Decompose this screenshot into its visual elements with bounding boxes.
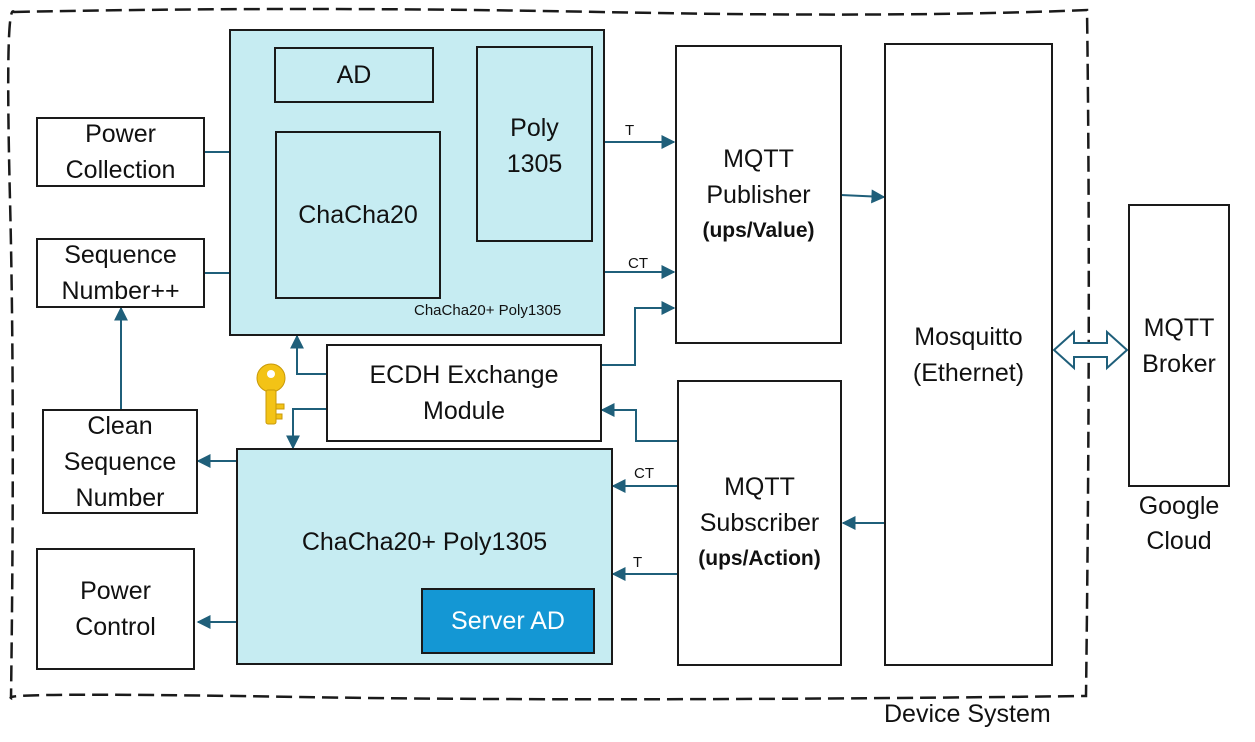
mosquitto-line-2: (Ethernet) xyxy=(912,358,1025,387)
mqtt-broker-block: MQTT Broker xyxy=(1128,204,1230,487)
clean-sequence-line-2: Sequence xyxy=(63,447,177,476)
arrow-publisher-to-mosquitto xyxy=(840,189,886,204)
mqtt-publisher-block: MQTT Publisher (ups/Value) xyxy=(675,45,842,344)
ecdh-line-1: ECDH Exchange xyxy=(369,361,559,389)
edge-label-ct-top: CT xyxy=(628,255,648,272)
power-control-line-2: Control xyxy=(75,613,156,641)
edge-label-ct-bottom: CT xyxy=(634,465,654,482)
poly1305-block: Poly 1305 xyxy=(476,46,593,242)
double-arrow-mosquitto-broker xyxy=(1052,329,1129,371)
clean-sequence-line-1: Clean xyxy=(87,411,153,440)
chacha20-block: ChaCha20 xyxy=(275,131,441,299)
sequence-number-block: Sequence Number++ xyxy=(36,238,205,308)
decrypt-group-label: ChaCha20+ Poly1305 xyxy=(301,528,548,556)
sequence-number-line-1: Sequence xyxy=(64,241,177,269)
server-ad-label: Server AD xyxy=(451,607,565,635)
power-control-line-1: Power xyxy=(80,577,151,605)
ecdh-line-2: Module xyxy=(423,397,505,425)
mqtt-subscriber-block: MQTT Subscriber (ups/Action) xyxy=(677,380,842,666)
key-icon xyxy=(256,363,286,425)
key-hole xyxy=(267,370,275,378)
edge-label-t-top: T xyxy=(625,122,635,139)
arrow-ecdh-to-decrypt xyxy=(286,408,326,450)
google-cloud-label: Google Cloud xyxy=(1132,489,1226,559)
clean-sequence-line-3: Number xyxy=(75,483,165,512)
power-control-block: Power Control xyxy=(36,548,195,670)
poly1305-line-2: 1305 xyxy=(506,150,563,178)
google-cloud-line-1: Google xyxy=(1138,492,1220,520)
power-collection-line-1: Power xyxy=(85,120,156,148)
arrow-ecdh-to-publisher xyxy=(600,301,676,366)
subscriber-line-2: Subscriber xyxy=(699,509,820,537)
ad-block: AD xyxy=(274,47,434,103)
server-ad-block: Server AD xyxy=(421,588,595,654)
edge-label-t-bottom: T xyxy=(633,554,643,571)
broker-line-1: MQTT xyxy=(1143,313,1215,342)
ad-label: AD xyxy=(336,61,372,89)
publisher-topic: (ups/Value) xyxy=(702,218,815,242)
power-collection-block: Power Collection xyxy=(36,117,205,187)
poly1305-line-1: Poly xyxy=(510,114,559,142)
mosquitto-line-1: Mosquitto xyxy=(914,322,1023,351)
broker-line-2: Broker xyxy=(1142,349,1216,378)
power-collection-line-2: Collection xyxy=(65,156,176,184)
clean-sequence-block: Clean Sequence Number xyxy=(42,409,198,514)
arrow-subscriber-to-ecdh xyxy=(600,403,677,442)
ecdh-block: ECDH Exchange Module xyxy=(326,344,602,442)
publisher-line-1: MQTT xyxy=(723,144,794,173)
sequence-number-line-2: Number++ xyxy=(61,277,180,305)
device-system-label: Device System xyxy=(884,700,1051,728)
subscriber-line-1: MQTT xyxy=(724,473,795,501)
arrow-ecdh-to-encrypt xyxy=(290,334,326,375)
google-cloud-line-2: Cloud xyxy=(1146,527,1212,555)
device-system-boundary xyxy=(6,7,1091,701)
publisher-line-2: Publisher xyxy=(706,180,811,209)
chacha20-label: ChaCha20 xyxy=(298,201,418,229)
subscriber-topic: (ups/Action) xyxy=(698,547,821,570)
mosquitto-block: Mosquitto (Ethernet) xyxy=(884,43,1053,666)
encrypt-group-label: ChaCha20+ Poly1305 xyxy=(414,302,562,319)
